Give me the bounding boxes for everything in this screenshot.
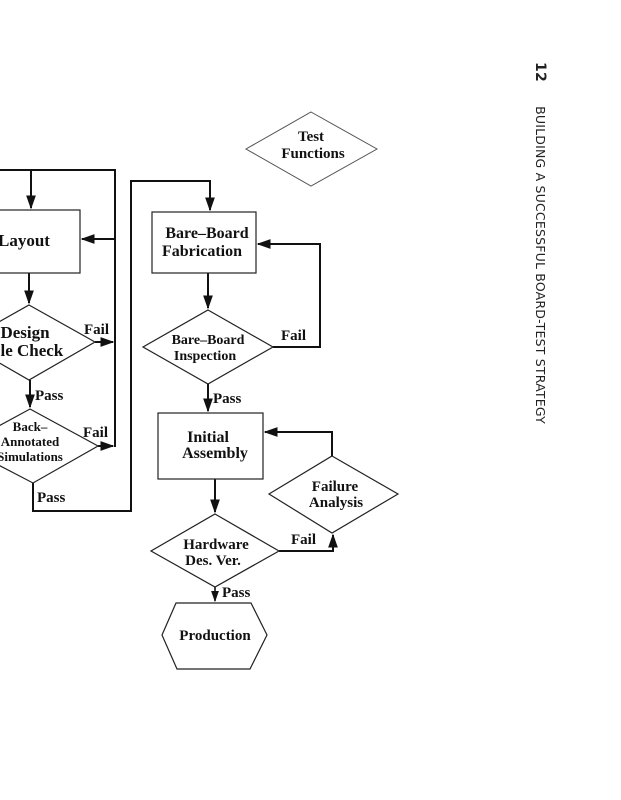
node-inspection-line-1: Inspection: [174, 349, 236, 364]
node-production-line-0: Production: [179, 628, 251, 644]
node-hdv-line-0: Hardware: [183, 537, 249, 553]
connector-loop-top: [31, 169, 116, 447]
running-head: 12 BUILDING A SUCCESSFUL BOARD-TEST STRA…: [532, 62, 548, 424]
node-inspection-line-0: Bare–Board: [172, 333, 245, 348]
node-failure-line-0: Failure: [312, 479, 359, 495]
connector-inspection-fail: [256, 239, 321, 348]
chapter-number: 12: [532, 62, 548, 82]
node-test-functions: Test Functions: [244, 111, 379, 187]
node-layout-line-0: Layout: [0, 231, 50, 250]
node-bas-line-2: Simulations: [0, 449, 63, 464]
node-hardware-des-ver: Hardware Des. Ver.: [149, 513, 281, 588]
label-bas-fail: Fail: [83, 425, 108, 441]
connector-bas-pass: [32, 180, 215, 512]
node-bas-line-1: Annotated: [1, 434, 60, 449]
label-drc-fail: Fail: [84, 322, 109, 338]
connector-hdv-fail: [279, 533, 338, 552]
connector-failure-to-assembly: [263, 427, 333, 456]
node-fab-line-1: Fabrication: [162, 243, 242, 260]
label-hdv-fail: Fail: [291, 532, 316, 548]
node-test-functions-line-0: Test: [298, 129, 324, 145]
node-failure-line-1: Analysis: [309, 495, 363, 511]
node-production: Production: [161, 602, 268, 670]
label-hdv-pass: Pass: [222, 585, 251, 601]
label-drc-pass: Pass: [35, 388, 64, 404]
node-assembly-line-1: Assembly: [182, 445, 248, 462]
node-drc-line-0: Design: [0, 323, 50, 342]
node-hdv-line-1: Des. Ver.: [185, 553, 241, 569]
node-test-functions-line-1: Functions: [281, 146, 345, 162]
node-bare-board-inspection: Bare–Board Inspection: [141, 309, 275, 385]
label-bas-pass: Pass: [37, 490, 66, 506]
label-bbi-fail: Fail: [281, 328, 306, 344]
connector-entry-to-layout: [0, 169, 36, 210]
node-fab-line-0: Bare–Board: [165, 225, 248, 242]
label-bbi-pass: Pass: [213, 391, 242, 407]
chapter-title: BUILDING A SUCCESSFUL BOARD-TEST STRATEG…: [533, 106, 548, 424]
node-design-rule-check: Design Rule Check: [0, 304, 97, 381]
node-bare-board-fabrication: Bare–Board Fabrication: [151, 211, 257, 274]
node-layout: Layout: [0, 209, 81, 274]
node-initial-assembly: Initial Assembly: [157, 412, 264, 480]
node-assembly-line-0: Initial: [187, 429, 229, 446]
node-back-annotated-simulations: Back– Annotated Simulations: [0, 408, 100, 484]
node-bas-line-0: Back–: [13, 419, 48, 434]
node-failure-analysis: Failure Analysis: [267, 455, 400, 534]
node-drc-line-1: Rule Check: [0, 341, 64, 360]
